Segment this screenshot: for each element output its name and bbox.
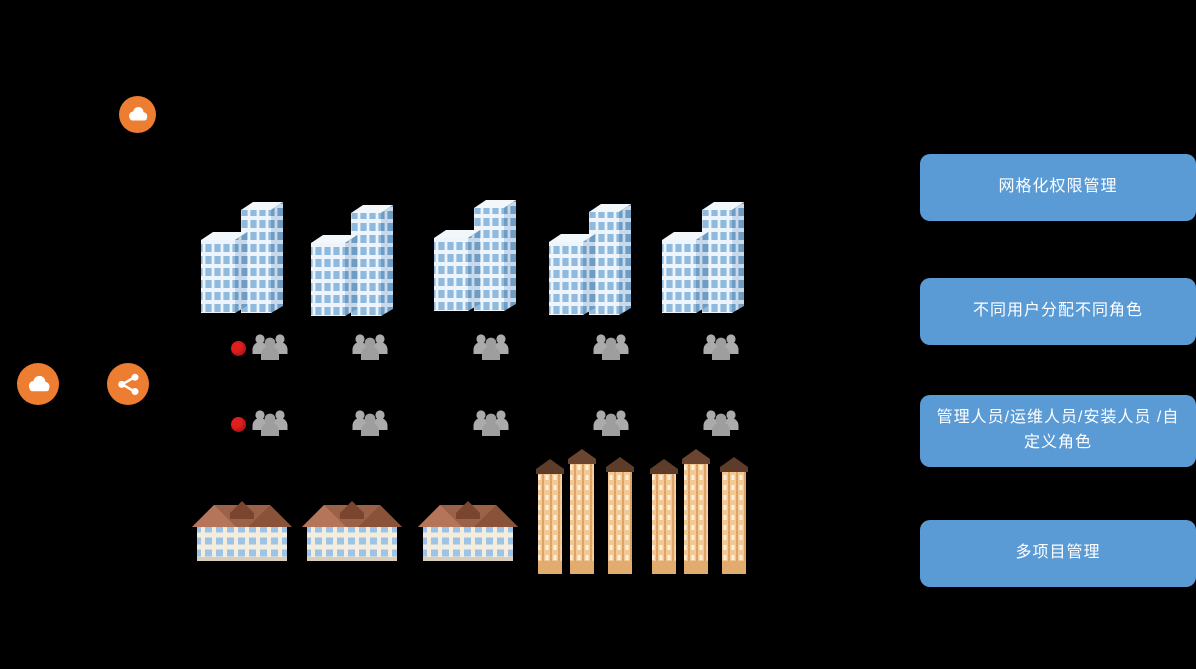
team-group-icon xyxy=(249,406,291,438)
house-building-icon xyxy=(302,487,402,565)
callout-multi-project: 多项目管理 xyxy=(920,520,1196,587)
team-group-icon xyxy=(349,330,391,362)
callout-label: 多项目管理 xyxy=(1015,544,1101,562)
callout-role-assignment: 不同用户分配不同角色 xyxy=(920,278,1196,345)
team-group-icon xyxy=(470,406,512,438)
callout-grid-permission: 网格化权限管理 xyxy=(920,154,1196,221)
house-building-icon xyxy=(418,487,518,565)
house-building-icon xyxy=(192,487,292,565)
office-towers-icon xyxy=(656,182,746,327)
cloud-icon xyxy=(119,96,156,133)
callout-label: 管理人员/运维人员/安装人员 /自定义角色 xyxy=(936,409,1180,451)
cloud-glyph xyxy=(22,368,55,401)
callout-label: 不同用户分配不同角色 xyxy=(972,302,1143,320)
office-towers-icon xyxy=(305,185,395,330)
team-group-icon xyxy=(700,330,742,362)
apartment-towers-icon xyxy=(534,443,639,583)
office-towers-icon xyxy=(543,184,633,329)
callout-role-types: 管理人员/运维人员/安装人员 /自定义角色 xyxy=(920,395,1196,467)
team-group-icon xyxy=(349,406,391,438)
apartment-towers-icon xyxy=(648,443,753,583)
callout-label: 网格化权限管理 xyxy=(998,178,1118,196)
office-towers-icon xyxy=(428,180,518,325)
cloud-glyph xyxy=(123,100,152,129)
office-towers-icon xyxy=(195,182,285,327)
alert-dot xyxy=(231,341,246,356)
team-group-icon xyxy=(249,330,291,362)
team-group-icon xyxy=(590,406,632,438)
team-group-icon xyxy=(590,330,632,362)
share-network-icon xyxy=(107,363,149,405)
team-group-icon xyxy=(700,406,742,438)
alert-dot xyxy=(231,417,246,432)
team-group-icon xyxy=(470,330,512,362)
share-glyph xyxy=(112,368,145,401)
cloud-icon xyxy=(17,363,59,405)
